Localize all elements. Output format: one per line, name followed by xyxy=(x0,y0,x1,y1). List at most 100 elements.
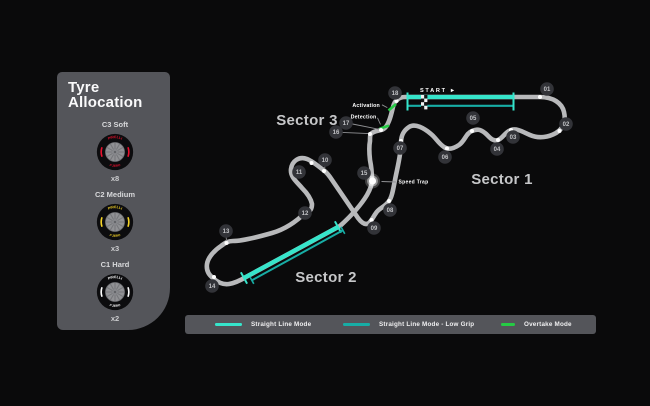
apex-dot xyxy=(387,199,391,203)
apex-dot xyxy=(369,218,374,222)
tyre-icon: PIRELLI P ZERO xyxy=(96,273,134,311)
tyre-count: x8 xyxy=(110,174,120,183)
turn-number: 07 xyxy=(397,146,404,152)
legend-bar: Straight Line Mode Straight Line Mode - L… xyxy=(185,315,596,334)
svg-text:PIRELLI: PIRELLI xyxy=(107,275,123,281)
sector-label-2: Sector 1 xyxy=(471,171,533,188)
legend-item-2: Straight Line Mode - Low Grip xyxy=(343,315,474,334)
turn-number: 13 xyxy=(223,229,230,235)
turn-marker-09: 09 xyxy=(367,221,381,235)
tyre-icon: PIRELLI P ZERO xyxy=(96,133,134,171)
turn-marker-15: 15 xyxy=(357,166,371,180)
leader-line xyxy=(352,123,380,130)
turn-number: 03 xyxy=(510,135,517,141)
panel-title-line1: Tyre xyxy=(68,79,100,96)
tyre-compound-label: C1 Hard xyxy=(100,260,130,269)
activation-label: Activation xyxy=(352,103,380,109)
turn-number: 02 xyxy=(563,122,570,128)
drs-activation-mark xyxy=(387,103,397,112)
apex-dot xyxy=(224,241,229,245)
leader-line xyxy=(341,131,370,135)
turn-number: 18 xyxy=(392,91,399,97)
tyre-compound-label: C3 Soft xyxy=(101,120,129,129)
detection-label: Detection xyxy=(351,115,377,121)
apex-dot xyxy=(394,99,399,103)
turn-marker-16: 16 xyxy=(329,125,343,139)
apex-dot xyxy=(379,128,383,132)
apex-dot xyxy=(368,132,372,136)
turn-number: 01 xyxy=(544,87,551,93)
panel-title-line2: Allocation xyxy=(68,93,143,111)
apex-dot xyxy=(212,275,216,279)
turn-number: 17 xyxy=(343,121,350,127)
turn-marker-10: 10 xyxy=(318,153,332,167)
svg-text:P ZERO: P ZERO xyxy=(109,233,121,238)
straight-line-mode-low-grip-back xyxy=(251,229,344,282)
apex-dot xyxy=(538,95,542,99)
speed-trap-marker xyxy=(368,177,377,185)
turn-number: 08 xyxy=(387,208,394,214)
apex-dot xyxy=(557,129,562,133)
legend-label: Straight Line Mode xyxy=(251,321,312,328)
turn-marker-18: 18 xyxy=(388,86,402,100)
legend-item-3: Overtake Mode xyxy=(501,315,572,334)
low-grip-bracket xyxy=(340,226,346,235)
turn-marker-11: 11 xyxy=(292,165,306,179)
start-label: START► xyxy=(420,88,455,94)
turn-marker-17: 17 xyxy=(339,116,353,130)
apex-dot xyxy=(445,146,449,151)
legend-line-swatch xyxy=(501,323,515,326)
legend-line-swatch xyxy=(215,323,242,326)
svg-text:PIRELLI: PIRELLI xyxy=(107,205,123,211)
apex-dot xyxy=(496,138,500,142)
turn-marker-01: 01 xyxy=(540,82,554,96)
leader-line xyxy=(377,117,381,125)
turn-marker-06: 06 xyxy=(438,150,452,164)
sector-label-3: Sector 2 xyxy=(295,269,357,286)
panel-title: Tyre Allocation xyxy=(68,79,162,111)
turn-marker-07: 07 xyxy=(393,141,407,155)
tyre-compound-label: C2 Medium xyxy=(94,190,135,199)
turn-number: 11 xyxy=(296,170,303,176)
legend-label: Straight Line Mode - Low Grip xyxy=(379,321,475,328)
low-grip-bracket xyxy=(249,276,255,285)
svg-text:P ZERO: P ZERO xyxy=(109,303,121,308)
straight-line-mode-back xyxy=(242,225,340,280)
tyre-count: x3 xyxy=(110,244,120,253)
apex-dot xyxy=(309,161,314,165)
straight-line-bracket xyxy=(240,271,248,285)
turn-number: 14 xyxy=(209,284,216,290)
turn-marker-12: 12 xyxy=(298,206,312,220)
start-finish-line xyxy=(421,95,428,110)
sector-label-1: Sector 3 xyxy=(276,112,338,129)
turn-number: 05 xyxy=(470,116,477,122)
turn-marker-13: 13 xyxy=(219,224,233,238)
turn-marker-03: 03 xyxy=(506,130,520,144)
apex-dot xyxy=(322,169,326,173)
turn-number: 09 xyxy=(371,226,378,232)
leader-line xyxy=(381,181,397,183)
turn-number: 15 xyxy=(361,171,368,177)
turn-marker-05: 05 xyxy=(466,111,480,125)
legend-item-1: Straight Line Mode xyxy=(215,315,311,334)
speed-trap-label: Speed Trap xyxy=(399,180,429,186)
turn-marker-08: 08 xyxy=(383,203,397,217)
turn-marker-04: 04 xyxy=(490,142,504,156)
svg-text:P ZERO: P ZERO xyxy=(109,163,121,168)
tyre-count: x2 xyxy=(110,314,120,323)
turn-number: 04 xyxy=(494,147,501,153)
track-outline xyxy=(204,94,568,287)
turn-number: 10 xyxy=(322,158,329,164)
turn-number: 16 xyxy=(333,130,340,136)
svg-text:PIRELLI: PIRELLI xyxy=(107,135,123,141)
turn-number: 06 xyxy=(442,155,449,161)
turn-number: 12 xyxy=(302,211,309,217)
leader-line xyxy=(381,104,388,108)
apex-dot xyxy=(470,129,474,133)
